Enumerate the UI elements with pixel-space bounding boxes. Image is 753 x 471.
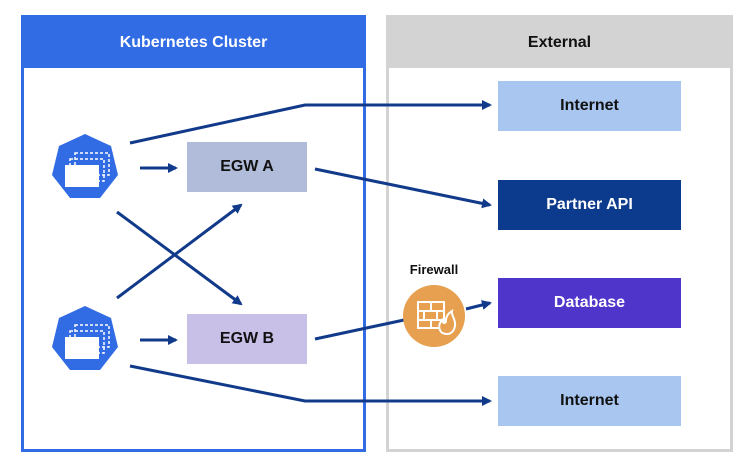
- arrow-egw-a-to-partner-api: [314, 167, 492, 209]
- database-box[interactable]: Database: [498, 278, 681, 328]
- firewall-label: Firewall: [409, 262, 459, 277]
- internet-top-box[interactable]: Internet: [498, 81, 681, 131]
- egw-b-box[interactable]: EGW B: [187, 314, 307, 364]
- kubernetes-cluster-panel: Kubernetes Cluster: [21, 15, 366, 452]
- arrow-pod2-to-internet: [129, 364, 492, 406]
- arrow-pod1-to-internet: [129, 100, 492, 145]
- arrow-pod1-to-egw-b: [116, 210, 243, 306]
- kubernetes-cluster-title: Kubernetes Cluster: [24, 18, 363, 68]
- firewall-icon: [403, 285, 465, 347]
- arrow-egw-b-to-firewall: [314, 318, 405, 341]
- egw-a-box[interactable]: EGW A: [187, 142, 307, 192]
- arrow-firewall-to-database: [465, 300, 492, 311]
- pod-icon-1: [52, 134, 118, 198]
- arrow-pod2-to-egw-a: [116, 203, 243, 300]
- external-panel: External: [386, 15, 733, 452]
- pod-icon-2: [52, 306, 118, 370]
- internet-bottom-box[interactable]: Internet: [498, 376, 681, 426]
- partner-api-box[interactable]: Partner API: [498, 180, 681, 230]
- external-title: External: [389, 18, 730, 68]
